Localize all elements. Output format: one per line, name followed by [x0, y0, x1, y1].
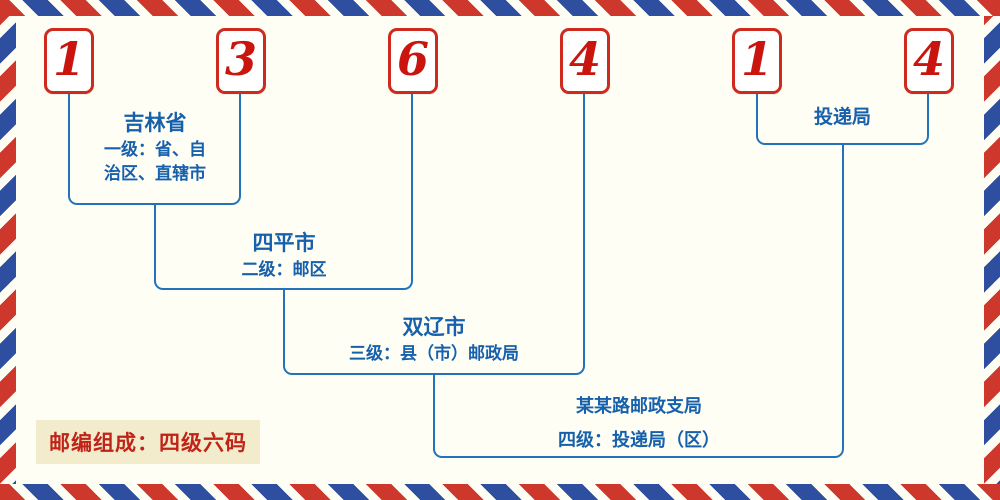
postal-digit-2: 3 — [224, 32, 257, 86]
postal-digit-box-5: 1 — [732, 28, 782, 94]
postal-digit-3: 6 — [396, 32, 429, 86]
label-level2: 四平市 二级：邮区 — [164, 230, 404, 283]
label-level3: 双辽市 三级：县（市）邮政局 — [294, 314, 574, 367]
postal-digit-box-2: 3 — [216, 28, 266, 94]
level2-region-name: 四平市 — [252, 231, 316, 255]
airmail-border-left — [0, 0, 16, 500]
bracket-level3 — [283, 290, 585, 375]
level4-desc: 四级：投递局（区） — [558, 429, 720, 451]
label-level4: 某某路邮政支局 四级：投递局（区） — [479, 396, 799, 453]
level1-desc-line2: 治区、直辖市 — [104, 164, 206, 185]
airmail-border-right — [984, 0, 1000, 500]
level3-desc: 三级：县（市）邮政局 — [349, 344, 519, 365]
postal-digit-box-1: 1 — [44, 28, 94, 94]
airmail-border-bottom — [0, 484, 1000, 500]
connector-line-delivery — [842, 143, 844, 377]
postal-digit-6: 4 — [912, 32, 945, 86]
postal-digit-5: 1 — [740, 32, 773, 86]
postal-digit-1: 1 — [52, 32, 85, 86]
delivery-office-name: 投递局 — [813, 106, 871, 128]
composition-note: 邮编组成：四级六码 — [36, 420, 260, 464]
level4-office-name: 某某路邮政支局 — [576, 396, 702, 417]
bracket-level2 — [154, 205, 413, 290]
postal-digit-4: 4 — [568, 32, 601, 86]
bracket-delivery-office — [756, 94, 929, 145]
airmail-border-top — [0, 0, 1000, 16]
level1-region-name: 吉林省 — [123, 111, 187, 135]
postal-digit-box-6: 4 — [904, 28, 954, 94]
level1-desc-line1: 一级：省、自 — [104, 140, 206, 161]
composition-note-text: 邮编组成：四级六码 — [49, 431, 247, 455]
postal-digit-box-4: 4 — [560, 28, 610, 94]
level3-region-name: 双辽市 — [402, 315, 466, 339]
bracket-level1 — [68, 94, 241, 205]
label-level1: 吉林省 一级：省、自 治区、直辖市 — [69, 110, 241, 187]
bracket-level4 — [433, 375, 844, 458]
connector-line-digit4 — [583, 94, 585, 292]
postal-digit-box-3: 6 — [388, 28, 438, 94]
level2-desc: 二级：邮区 — [241, 260, 327, 281]
label-delivery-office: 投递局 — [756, 106, 929, 130]
connector-line-digit3 — [411, 94, 413, 207]
